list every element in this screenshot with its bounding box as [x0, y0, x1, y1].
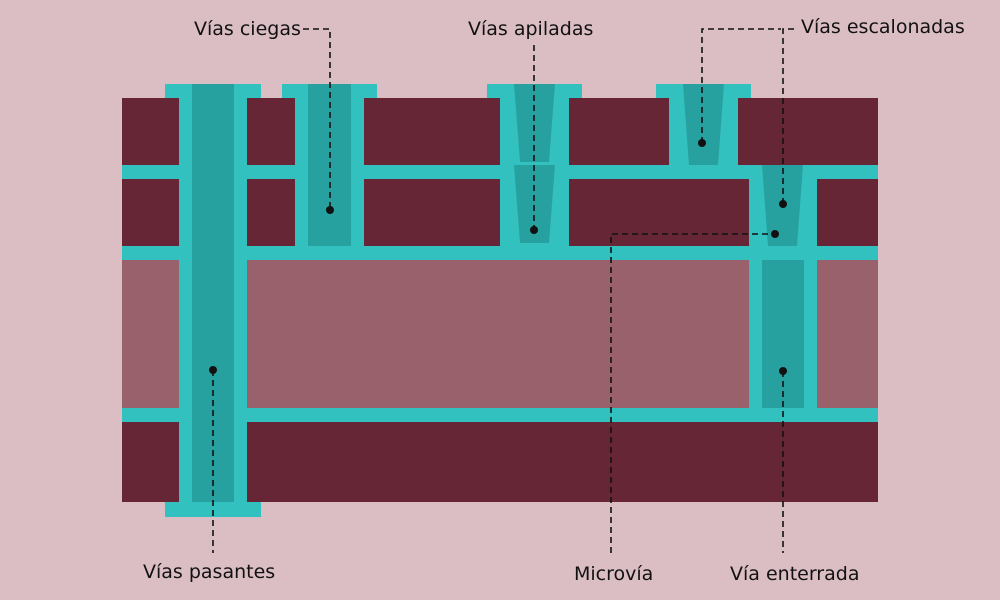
through-via [165, 84, 261, 517]
blind-via-marker [326, 206, 334, 214]
through-via-label: Vías pasantes [143, 561, 276, 583]
stacked-via-marker [530, 226, 538, 234]
through-via-marker [209, 366, 217, 374]
microvia-label: Microvía [574, 563, 654, 585]
bottom-prepreg-layer [122, 422, 878, 502]
staggered-via-upper [656, 84, 751, 179]
blind-via-label: Vías ciegas [194, 18, 301, 40]
staggered-via-marker-lower [779, 200, 787, 208]
staggered-via-marker-upper [698, 139, 706, 147]
copper-plane-3 [122, 408, 878, 422]
staggered-via-leader-upper [701, 28, 781, 143]
microvia-marker [771, 230, 779, 238]
stacked-via-label: Vías apiladas [468, 18, 594, 40]
staggered-via-leader-lower [782, 28, 795, 204]
buried-via-label: Vía enterrada [730, 563, 860, 585]
buried-via-marker [779, 367, 787, 375]
staggered-via-label: Vías escalonadas [801, 16, 965, 38]
